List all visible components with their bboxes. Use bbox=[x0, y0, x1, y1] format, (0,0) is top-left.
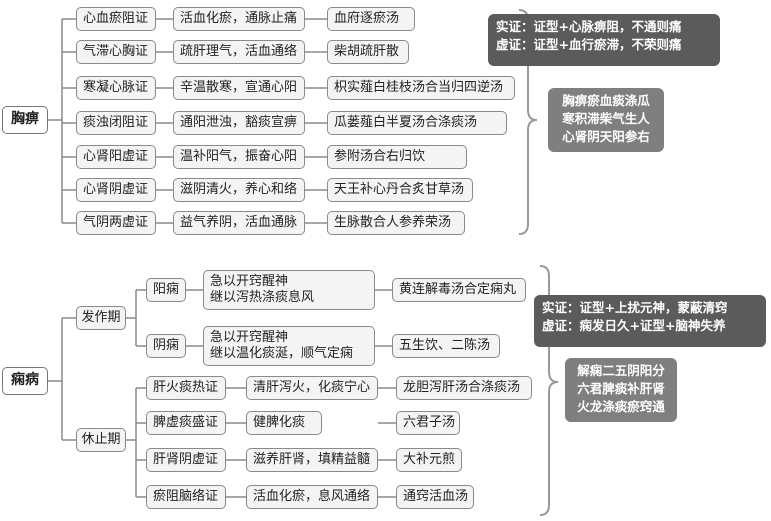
chest-formula: 参附汤合右归饮 bbox=[327, 145, 467, 169]
chest-syndrome: 气滞心胸证 bbox=[76, 40, 156, 64]
method-line: 急以开窍醒神 bbox=[210, 329, 289, 345]
rest-method: 清肝泻火，化痰宁心 bbox=[246, 376, 378, 400]
note-line: 实证：证型+上扰元神，蒙蔽清窍 bbox=[542, 300, 728, 315]
chest-method: 疏肝理气，活血通络 bbox=[173, 40, 305, 64]
chest-formula: 天王补心丹合炙甘草汤 bbox=[327, 178, 473, 202]
rest-method: 活血化瘀，息风通络 bbox=[246, 485, 378, 509]
chest-formula: 血府逐瘀汤 bbox=[327, 7, 415, 31]
note-line: 心肾阴天阳参右 bbox=[562, 129, 650, 145]
note-line: 虚证：痫发日久+证型+脑神失养 bbox=[542, 318, 726, 334]
chest-syndrome: 痰浊闭阻证 bbox=[76, 111, 156, 135]
note-line: 解痫二五阴阳分 bbox=[577, 363, 665, 378]
attack-formula: 黄连解毒汤合定痫丸 bbox=[392, 278, 526, 302]
chest-formula: 柴胡疏肝散 bbox=[327, 40, 409, 64]
method-line: 急以开窍醒神 bbox=[210, 273, 289, 289]
rest-formula: 大补元煎 bbox=[396, 448, 462, 472]
chest-method: 辛温散寒，宣通心阳 bbox=[173, 76, 305, 100]
root-epilepsy: 痫病 bbox=[2, 367, 48, 395]
chest-method: 通阳泄浊，豁痰宣痹 bbox=[173, 111, 305, 135]
stage-attack: 发作期 bbox=[76, 306, 126, 330]
rest-method: 滋养肝肾，填精益髓 bbox=[246, 448, 378, 472]
chest-method: 温补阳气，振奋心阳 bbox=[173, 145, 305, 169]
epilepsy-note-mnemonic: 解痫二五阴阳分 六君脾痰补肝肾 火龙涤痰瘀窍通 bbox=[565, 358, 677, 422]
chest-syndrome: 心肾阴虚证 bbox=[76, 178, 156, 202]
chest-formula: 瓜蒌薤白半夏汤合涤痰汤 bbox=[327, 111, 507, 135]
rest-syndrome: 肝肾阴虚证 bbox=[146, 448, 226, 472]
rest-formula: 六君子汤 bbox=[396, 411, 460, 435]
rest-formula: 龙胆泻肝汤合涤痰汤 bbox=[396, 376, 532, 400]
rest-formula: 通窍活血汤 bbox=[396, 485, 474, 509]
note-line: 火龙涤痰瘀窍通 bbox=[577, 399, 665, 415]
chest-method: 益气养阴，活血通脉 bbox=[173, 211, 305, 235]
attack-formula: 五生饮、二陈汤 bbox=[392, 334, 500, 358]
chest-formula: 枳实薤白桂枝汤合当归四逆汤 bbox=[327, 76, 515, 100]
stage-rest: 休止期 bbox=[76, 428, 126, 452]
attack-type: 阳痫 bbox=[146, 278, 186, 302]
chest-method: 活血化瘀，通脉止痛 bbox=[173, 7, 305, 31]
attack-type: 阴痫 bbox=[146, 334, 186, 358]
attack-method: 急以开窍醒神 继以泻热涤痰息风 bbox=[203, 270, 375, 310]
note-line: 六君脾痰补肝肾 bbox=[577, 381, 665, 397]
chest-syndrome: 心血瘀阻证 bbox=[76, 7, 156, 31]
note-line: 实证：证型+心脉痹阻，不通则痛 bbox=[496, 19, 682, 34]
rest-syndrome: 脾虚痰盛证 bbox=[146, 411, 226, 435]
chest-note-pathogenesis: 实证：证型+心脉痹阻，不通则痛 虚证：证型+血行瘀滞，不荣则痛 bbox=[488, 14, 720, 66]
note-line: 寒积滞柴气生人 bbox=[562, 111, 650, 127]
chest-note-mnemonic: 胸痹瘀血痰涤瓜 寒积滞柴气生人 心肾阴天阳参右 bbox=[548, 88, 664, 152]
epilepsy-note-pathogenesis: 实证：证型+上扰元神，蒙蔽清窍 虚证：痫发日久+证型+脑神失养 bbox=[534, 295, 766, 347]
chest-method: 滋阴清火，养心和络 bbox=[173, 178, 305, 202]
chest-syndrome: 寒凝心脉证 bbox=[76, 76, 156, 100]
note-line: 虚证：证型+血行瘀滞，不荣则痛 bbox=[496, 37, 682, 53]
chest-syndrome: 气阴两虚证 bbox=[76, 211, 156, 235]
rest-syndrome: 瘀阻脑络证 bbox=[146, 485, 226, 509]
note-line: 胸痹瘀血痰涤瓜 bbox=[562, 93, 650, 108]
attack-method: 急以开窍醒神 继以温化痰涎，顺气定痫 bbox=[203, 326, 375, 366]
method-line: 继以泻热涤痰息风 bbox=[210, 290, 315, 305]
root-chest: 胸痹 bbox=[2, 106, 48, 134]
rest-syndrome: 肝火痰热证 bbox=[146, 376, 226, 400]
chest-syndrome: 心肾阳虚证 bbox=[76, 145, 156, 169]
method-line: 继以温化痰涎，顺气定痫 bbox=[210, 346, 354, 361]
chest-formula: 生脉散合人参养荣汤 bbox=[327, 211, 465, 235]
rest-method: 健脾化痰 bbox=[246, 411, 322, 435]
